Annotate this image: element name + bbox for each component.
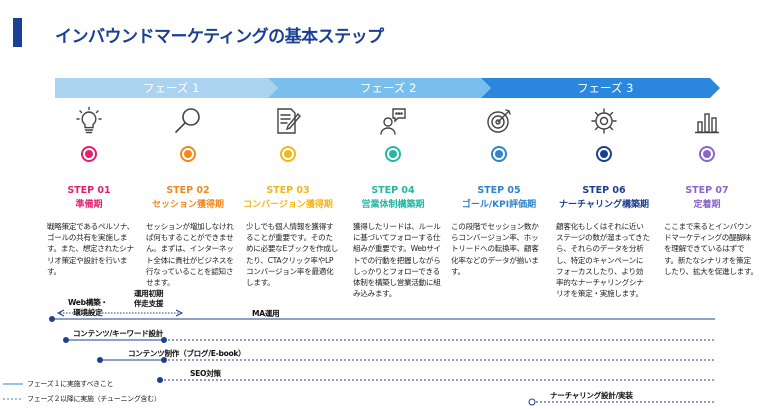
step-07-name: 定着期: [693, 200, 721, 210]
nurturing-label: ナーチャリング設計/実装: [550, 391, 633, 400]
step-03-description: 少しでも個人情報を獲得することが重要です。そのために必要なEブックを作成したり、…: [246, 222, 339, 288]
step-03-dot: [280, 146, 296, 162]
phase-2-label: フェーズ 2: [360, 81, 417, 95]
step-05-dot: [491, 146, 507, 162]
content-design-mid-dot: [161, 337, 167, 343]
phase-3-label: フェーズ 3: [577, 81, 634, 95]
step-02-description: セッションが増加しなければ何もすることができません。まずは、インターネット全体に…: [146, 222, 234, 288]
step-02-dot: [180, 146, 196, 162]
ma-line-start-dot: [49, 316, 55, 322]
step-04-number: STEP 04: [371, 185, 415, 196]
gear-wrench-icon: [591, 108, 617, 134]
seo-start-dot: [157, 377, 163, 383]
legend-solid-text: フェーズ１に実施すべきこと: [27, 380, 114, 388]
step-06-description: 顧客化もしくはそれに近いステージの数が溜まってきたら、それらのデータを分析し、特…: [556, 222, 650, 299]
magnifier-icon: [175, 108, 200, 133]
step-06-name: ナーチャリング構築期: [559, 200, 649, 210]
phase-2-arrow: [268, 78, 491, 98]
step-03-number: STEP 03: [266, 185, 310, 196]
content-production-start-dot: [97, 357, 103, 363]
target-icon: [487, 109, 511, 133]
content-production-label: コンテンツ制作（ブログ/E-book）: [128, 349, 246, 358]
phase-3-arrow: [481, 78, 720, 98]
step-04-name: 営業体制構築期: [361, 200, 425, 210]
bar-chart-icon: [695, 113, 719, 134]
content-production-mid-dot: [161, 357, 167, 363]
step-04-dot: [385, 146, 401, 162]
content-design-label: コンテンツ/キーワード設計: [73, 329, 163, 338]
nurturing-start-dot: [528, 398, 536, 406]
step-05-number: STEP 05: [477, 185, 521, 196]
document-pen-icon: [277, 108, 301, 134]
initial-support-label: 運用初期 伴走支援: [134, 289, 164, 308]
step-01-number: STEP 01: [67, 185, 111, 196]
step-04-description: 獲得したリードは、ルールに基づいてフォローする仕組みが重要です。Webサイトでの…: [353, 222, 441, 299]
step-01-name: 準備期: [75, 200, 103, 210]
step-06-number: STEP 06: [582, 185, 626, 196]
person-chat-icon: [380, 108, 406, 135]
step-03-name: コンバージョン獲得期: [243, 200, 333, 210]
step-06-dot: [596, 146, 612, 162]
step-01-description: 戦略策定であるペルソナ、ゴールの共有を実施します。また、想定されたシナリオ策定や…: [47, 222, 135, 276]
step-05-name: ゴール/KPI評価期: [461, 200, 537, 210]
page-title: インバウンドマーケティングの基本ステップ: [55, 27, 384, 47]
step-01-dot: [81, 146, 97, 162]
step-07-number: STEP 07: [685, 185, 729, 196]
phase-arrow-band: [55, 78, 720, 98]
seo-label: SEO対策: [190, 369, 221, 378]
web-setup-label: Web構築・ 環境設定: [68, 298, 108, 317]
step-07-dot: [699, 146, 715, 162]
step-05-description: この段階でセッション数からコンバージョン率、ホットリードへの転換率、顧客化率など…: [451, 222, 539, 276]
step-02-name: セッション獲得期: [151, 200, 224, 210]
legend-dashed-text: フェーズ２以降に実施（チューニング含む）: [27, 395, 161, 403]
step-02-number: STEP 02: [166, 185, 210, 196]
lightbulb-icon: [76, 106, 102, 134]
title-accent-bar: [13, 18, 22, 47]
content-design-start-dot: [63, 337, 69, 343]
step-07-description: ここまで来るとインバウンドマーケティングの醍醐味を理解できているはずです。新たな…: [664, 222, 758, 276]
phase-1-label: フェーズ 1: [143, 81, 200, 95]
ma-operation-label: MA運用: [252, 309, 280, 318]
phase-1-arrow: [55, 78, 278, 98]
